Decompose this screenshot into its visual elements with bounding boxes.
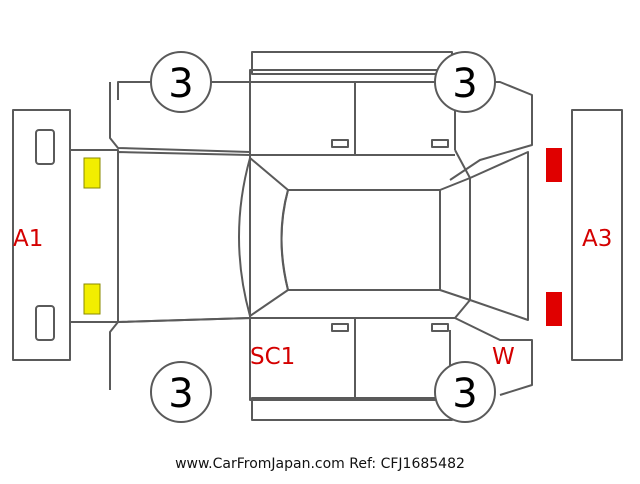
top-fender-front: [109, 82, 251, 153]
footer: www.CarFromJapan.com Ref: CFJ1685482: [0, 456, 640, 472]
front-bumper-bracket-top: [35, 129, 55, 165]
marker-rear-top: [546, 148, 562, 182]
top-handle-front: [331, 139, 349, 148]
footer-site: www.CarFromJapan.com: [175, 456, 345, 472]
tailgate: [469, 151, 529, 321]
top-handle-rear: [431, 139, 449, 148]
front-bumper-outline: [12, 109, 71, 361]
wheel-rear-right: [434, 361, 496, 423]
marker-front-top: [83, 157, 101, 189]
damage-code-rear-quarter: W: [492, 344, 515, 370]
damage-code-front-bumper: A1: [13, 226, 43, 252]
tire-rating-front-left: 3: [168, 61, 193, 107]
tire-rating-rear-right: 3: [452, 371, 477, 417]
tire-rating-rear-left: 3: [452, 61, 477, 107]
bottom-handle-front: [331, 323, 349, 332]
marker-front-bottom: [83, 283, 101, 315]
front-bumper-bracket-bottom: [35, 305, 55, 341]
damage-code-rear-bumper: A3: [582, 226, 612, 252]
footer-ref: Ref: CFJ1685482: [349, 456, 465, 472]
damage-code-left-side: SC1: [250, 344, 295, 370]
top-door-front: [250, 81, 356, 155]
roof: [280, 189, 441, 291]
hood-panel: [117, 151, 251, 323]
wheel-front-right: [150, 361, 212, 423]
marker-rear-bottom: [546, 292, 562, 326]
rear-window: [439, 177, 471, 301]
wheel-rear-left: [434, 51, 496, 113]
wheel-front-left: [150, 51, 212, 113]
rear-quarter-top: [454, 149, 471, 179]
bottom-roof-strip: [251, 397, 453, 421]
bottom-handle-rear: [431, 323, 449, 332]
tire-rating-front-right: 3: [168, 371, 193, 417]
rear-bumper-outline: [571, 109, 623, 361]
rear-quarter-bottom: [454, 299, 471, 319]
